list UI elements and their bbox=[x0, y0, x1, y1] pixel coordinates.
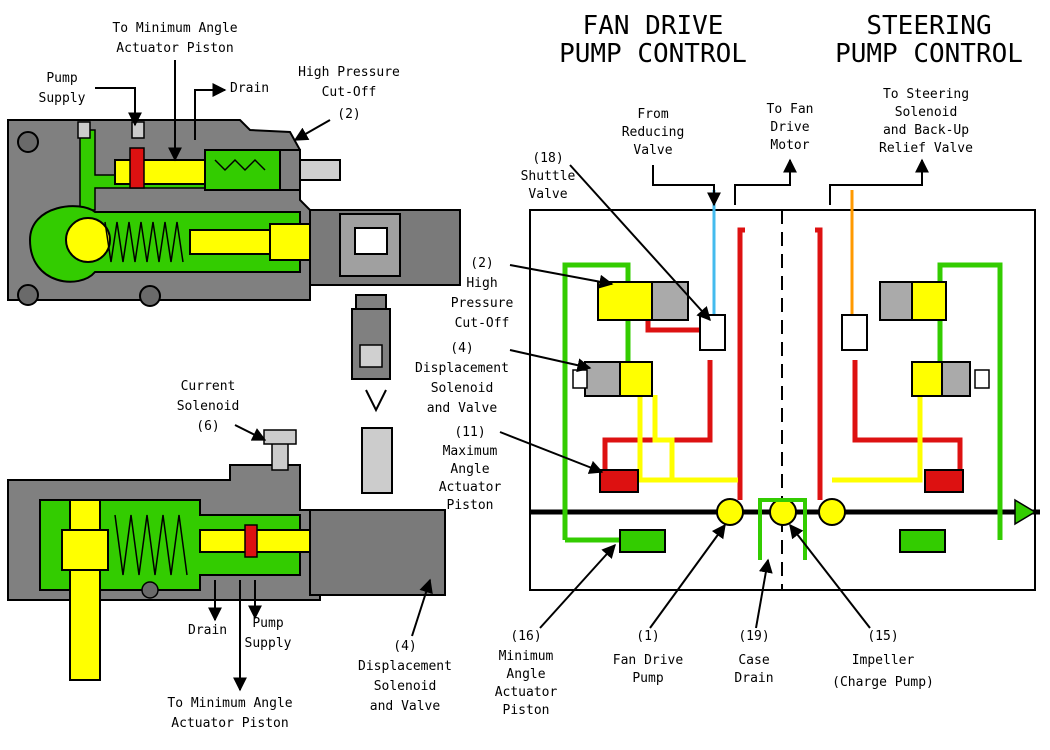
label-to-min-angle-top-2: Actuator Piston bbox=[116, 41, 233, 56]
label-hp-right-num: (2) bbox=[470, 256, 493, 271]
label-hp-cutoff-top-2: Cut-Off bbox=[322, 85, 377, 100]
label-to-steering-1: To Steering bbox=[883, 87, 969, 102]
label-fan-pump-2: Pump bbox=[632, 671, 663, 686]
labels: To Minimum Angle Actuator Piston Drain P… bbox=[39, 21, 974, 731]
label-from-reducing-1: From bbox=[637, 107, 668, 122]
label-impeller-2: (Charge Pump) bbox=[832, 675, 934, 690]
label-pump-supply-bottom-2: Supply bbox=[245, 636, 292, 651]
label-disp-right-3: and Valve bbox=[427, 401, 498, 416]
label-to-fan-2: Drive bbox=[770, 120, 809, 135]
label-disp-right-2: Solenoid bbox=[431, 381, 494, 396]
label-hp-right-1: High bbox=[466, 276, 497, 291]
label-hp-right-2: Pressure bbox=[451, 296, 514, 311]
label-min-2: Angle bbox=[506, 667, 545, 682]
label-pump-supply-bottom-1: Pump bbox=[252, 616, 283, 631]
label-hp-cutoff-top-num: (2) bbox=[337, 107, 360, 122]
label-disp-sol-bottom-2: Solenoid bbox=[374, 679, 437, 694]
label-to-min-angle-bottom-1: To Minimum Angle bbox=[167, 696, 292, 711]
label-to-steering-4: Relief Valve bbox=[879, 141, 973, 156]
label-disp-sol-bottom-3: and Valve bbox=[370, 699, 441, 714]
label-disp-right-1: Displacement bbox=[415, 361, 509, 376]
label-fan-pump-num: (1) bbox=[636, 629, 659, 644]
label-current-solenoid-2: Solenoid bbox=[177, 399, 240, 414]
label-hp-cutoff-top-1: High Pressure bbox=[298, 65, 400, 80]
label-to-min-angle-bottom-2: Actuator Piston bbox=[171, 716, 288, 731]
label-fan-pump-1: Fan Drive bbox=[613, 653, 684, 668]
fan-drive-title-line1: FAN DRIVE bbox=[583, 11, 724, 41]
label-hp-right-3: Cut-Off bbox=[455, 316, 510, 331]
label-current-solenoid-1: Current bbox=[181, 379, 236, 394]
label-from-reducing-2: Reducing bbox=[622, 125, 685, 140]
label-to-min-angle-top-1: To Minimum Angle bbox=[112, 21, 237, 36]
label-case-1: Case bbox=[738, 653, 769, 668]
label-pump-supply-top-1: Pump bbox=[46, 71, 77, 86]
label-max-4: Piston bbox=[447, 498, 494, 513]
label-max-num: (11) bbox=[454, 425, 485, 440]
label-min-4: Piston bbox=[503, 703, 550, 718]
label-to-fan-3: Motor bbox=[770, 138, 809, 153]
label-from-reducing-3: Valve bbox=[633, 143, 672, 158]
label-min-1: Minimum bbox=[499, 649, 554, 664]
label-case-2: Drain bbox=[734, 671, 773, 686]
label-disp-sol-bottom-1: Displacement bbox=[358, 659, 452, 674]
steering-title-line2: PUMP CONTROL bbox=[835, 39, 1023, 69]
fan-drive-circuit bbox=[562, 190, 846, 560]
label-impeller-num: (15) bbox=[867, 629, 898, 644]
leader-arrows bbox=[95, 60, 929, 692]
label-case-num: (19) bbox=[738, 629, 769, 644]
displacement-solenoid-cutaway bbox=[7, 429, 446, 681]
steering-circuit bbox=[815, 190, 1037, 553]
label-to-steering-2: Solenoid bbox=[895, 105, 958, 120]
label-to-fan-1: To Fan bbox=[767, 102, 814, 117]
label-disp-sol-bottom-num: (4) bbox=[393, 639, 416, 654]
steering-title-line1: STEERING bbox=[866, 11, 991, 41]
fan-drive-title-line2: PUMP CONTROL bbox=[559, 39, 747, 69]
label-to-steering-3: and Back-Up bbox=[883, 123, 969, 138]
label-disp-right-num: (4) bbox=[450, 341, 473, 356]
label-pump-supply-top-2: Supply bbox=[39, 91, 86, 106]
solenoid-connector-plug bbox=[351, 294, 393, 494]
label-min-num: (16) bbox=[510, 629, 541, 644]
label-shuttle-num: (18) bbox=[532, 151, 563, 166]
label-impeller-1: Impeller bbox=[852, 653, 915, 668]
label-shuttle-1: Shuttle bbox=[521, 169, 576, 184]
label-min-3: Actuator bbox=[495, 685, 558, 700]
label-max-3: Actuator bbox=[439, 480, 502, 495]
label-max-1: Maximum bbox=[443, 444, 498, 459]
label-drain-bottom: Drain bbox=[188, 623, 227, 638]
high-pressure-cutoff-cutaway bbox=[7, 119, 461, 307]
label-max-2: Angle bbox=[450, 462, 489, 477]
label-drain-top: Drain bbox=[230, 81, 269, 96]
label-shuttle-2: Valve bbox=[528, 187, 567, 202]
label-current-solenoid-num: (6) bbox=[196, 419, 219, 434]
